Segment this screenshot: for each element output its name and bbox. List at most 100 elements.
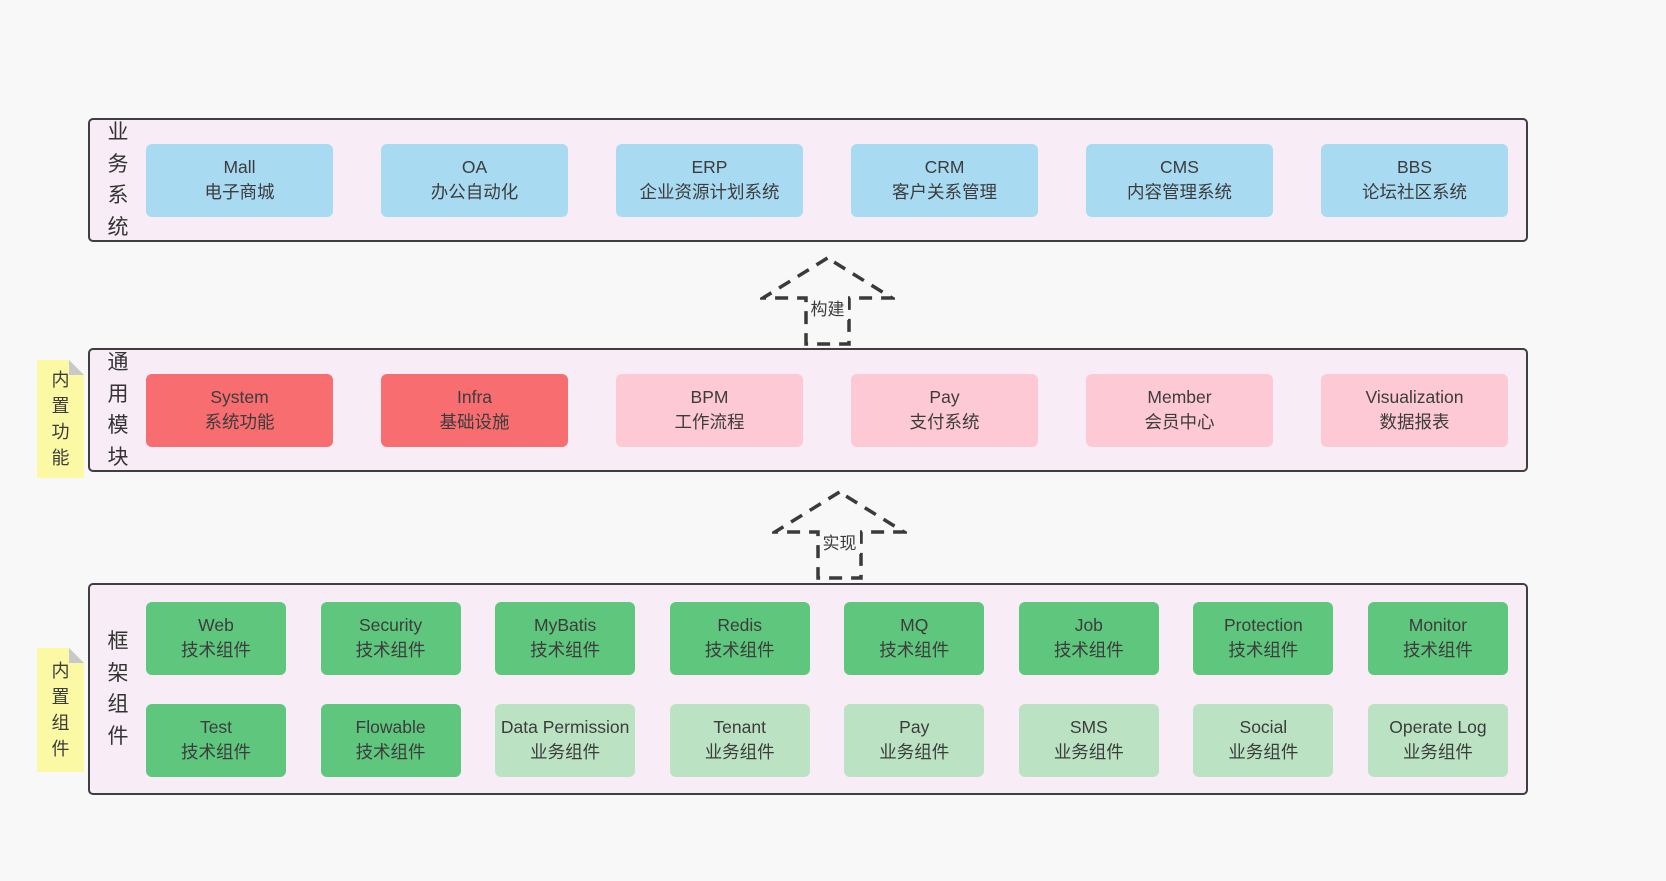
- box-subtitle: 业务组件: [879, 742, 950, 762]
- layer-label-column: 框架组件: [90, 585, 146, 793]
- box-title: Flowable: [355, 717, 426, 738]
- box-flowable: Flowable 技术组件: [320, 703, 461, 777]
- module-boxes-row: System 系统功能 Infra 基础设施 BPM 工作流程 Pay 支付系统…: [146, 350, 1526, 470]
- sticky-note-text: 内置组件: [51, 660, 70, 760]
- box-subtitle: 论坛社区系统: [1362, 182, 1467, 202]
- build-arrow-label: 构建: [807, 295, 848, 320]
- box-subtitle: 工作流程: [674, 412, 745, 432]
- box-title: Visualization: [1365, 387, 1464, 408]
- box-bpm: BPM 工作流程: [616, 373, 803, 447]
- box-tenant: Tenant 业务组件: [669, 703, 810, 777]
- box-subtitle: 技术组件: [704, 640, 775, 660]
- layer-business-systems: 业务系统 Mall 电子商城 OA 办公自动化 ERP 企业资源计划系统 CRM…: [88, 118, 1528, 242]
- box-title: Job: [1074, 615, 1103, 636]
- box-web: Web 技术组件: [146, 601, 286, 675]
- box-title: Security: [358, 615, 423, 636]
- box-title: Social: [1239, 717, 1288, 738]
- box-bbs: BBS 论坛社区系统: [1321, 143, 1508, 217]
- layer-business-systems-label: 业务系统: [107, 121, 129, 239]
- box-oa: OA 办公自动化: [381, 143, 568, 217]
- box-erp: ERP 企业资源计划系统: [616, 143, 803, 217]
- box-title: OA: [461, 157, 488, 178]
- box-subtitle: 业务组件: [530, 742, 601, 762]
- layer-label-column: 通用模块: [90, 350, 146, 470]
- layer-framework-components-label: 框架组件: [107, 630, 129, 748]
- box-pay-system: Pay 支付系统: [851, 373, 1038, 447]
- box-security: Security 技术组件: [320, 601, 461, 675]
- box-subtitle: 技术组件: [1402, 640, 1473, 660]
- box-mq: MQ 技术组件: [844, 601, 985, 675]
- box-title: Protection: [1223, 615, 1303, 636]
- layer-common-modules-label: 通用模块: [107, 351, 129, 469]
- box-title: BPM: [690, 387, 729, 408]
- box-protection: Protection 技术组件: [1193, 601, 1334, 675]
- box-mybatis: MyBatis 技术组件: [495, 601, 636, 675]
- box-title: Mall: [223, 157, 256, 178]
- biz-components-row: Test 技术组件 Flowable 技术组件 Data Permission …: [146, 703, 1508, 777]
- box-title: MQ: [900, 615, 929, 636]
- layer-common-modules: 通用模块 System 系统功能 Infra 基础设施 BPM 工作流程 Pay…: [88, 348, 1528, 472]
- box-system: System 系统功能: [146, 373, 333, 447]
- box-subtitle: 技术组件: [355, 742, 426, 762]
- box-title: Test: [199, 717, 233, 738]
- box-title: Pay: [929, 387, 960, 408]
- dashed-up-arrow-icon: [760, 255, 895, 346]
- box-visualization: Visualization 数据报表: [1321, 373, 1508, 447]
- note-fold-icon: [69, 360, 84, 375]
- box-subtitle: 业务组件: [704, 742, 775, 762]
- box-infra: Infra 基础设施: [381, 373, 568, 447]
- tech-components-row: Web 技术组件 Security 技术组件 MyBatis 技术组件 Redi…: [146, 601, 1508, 675]
- box-subtitle: 客户关系管理: [892, 182, 997, 202]
- sticky-note-built-in-features: 内置功能: [37, 360, 84, 478]
- box-subtitle: 技术组件: [879, 640, 950, 660]
- box-member: Member 会员中心: [1086, 373, 1273, 447]
- box-subtitle: 业务组件: [1228, 742, 1299, 762]
- box-title: Tenant: [713, 717, 766, 738]
- box-subtitle: 技术组件: [1053, 640, 1124, 660]
- box-title: Data Permission: [500, 717, 630, 738]
- box-data-permission: Data Permission 业务组件: [495, 703, 636, 777]
- box-subtitle: 基础设施: [439, 412, 510, 432]
- box-monitor: Monitor 技术组件: [1367, 601, 1508, 675]
- box-job: Job 技术组件: [1018, 601, 1159, 675]
- box-title: CMS: [1160, 157, 1199, 178]
- box-subtitle: 电子商城: [204, 182, 275, 202]
- box-subtitle: 业务组件: [1053, 742, 1124, 762]
- box-social: Social 业务组件: [1193, 703, 1334, 777]
- box-title: System: [210, 387, 269, 408]
- box-subtitle: 支付系统: [909, 412, 980, 432]
- box-crm: CRM 客户关系管理: [851, 143, 1038, 217]
- box-subtitle: 技术组件: [1228, 640, 1299, 660]
- box-title: Web: [198, 615, 234, 636]
- layer-framework-components: 框架组件 Web 技术组件 Security 技术组件 MyBatis 技术组件…: [88, 583, 1528, 795]
- box-test: Test 技术组件: [146, 703, 286, 777]
- box-pay-component: Pay 业务组件: [844, 703, 985, 777]
- implement-arrow: 实现: [772, 489, 907, 581]
- box-subtitle: 数据报表: [1379, 412, 1450, 432]
- box-title: Infra: [456, 387, 493, 408]
- box-subtitle: 企业资源计划系统: [639, 182, 780, 202]
- box-title: BBS: [1396, 157, 1433, 178]
- box-subtitle: 技术组件: [181, 640, 251, 660]
- box-sms: SMS 业务组件: [1018, 703, 1159, 777]
- note-fold-icon: [69, 648, 84, 663]
- box-title: SMS: [1069, 717, 1108, 738]
- sticky-note-built-in-components: 内置组件: [37, 648, 84, 772]
- box-title: Pay: [899, 717, 930, 738]
- box-subtitle: 技术组件: [355, 640, 426, 660]
- box-subtitle: 系统功能: [204, 412, 275, 432]
- box-title: ERP: [691, 157, 728, 178]
- component-rows: Web 技术组件 Security 技术组件 MyBatis 技术组件 Redi…: [146, 585, 1526, 793]
- dashed-up-arrow-icon: [772, 489, 907, 580]
- box-subtitle: 业务组件: [1402, 742, 1473, 762]
- sticky-note-text: 内置功能: [51, 369, 70, 469]
- box-cms: CMS 内容管理系统: [1086, 143, 1273, 217]
- layer-label-column: 业务系统: [90, 120, 146, 240]
- box-subtitle: 办公自动化: [430, 182, 519, 202]
- box-subtitle: 技术组件: [530, 640, 601, 660]
- box-mall: Mall 电子商城: [146, 143, 333, 217]
- box-title: Member: [1147, 387, 1212, 408]
- box-operate-log: Operate Log 业务组件: [1367, 703, 1508, 777]
- box-redis: Redis 技术组件: [669, 601, 810, 675]
- box-subtitle: 技术组件: [181, 742, 251, 762]
